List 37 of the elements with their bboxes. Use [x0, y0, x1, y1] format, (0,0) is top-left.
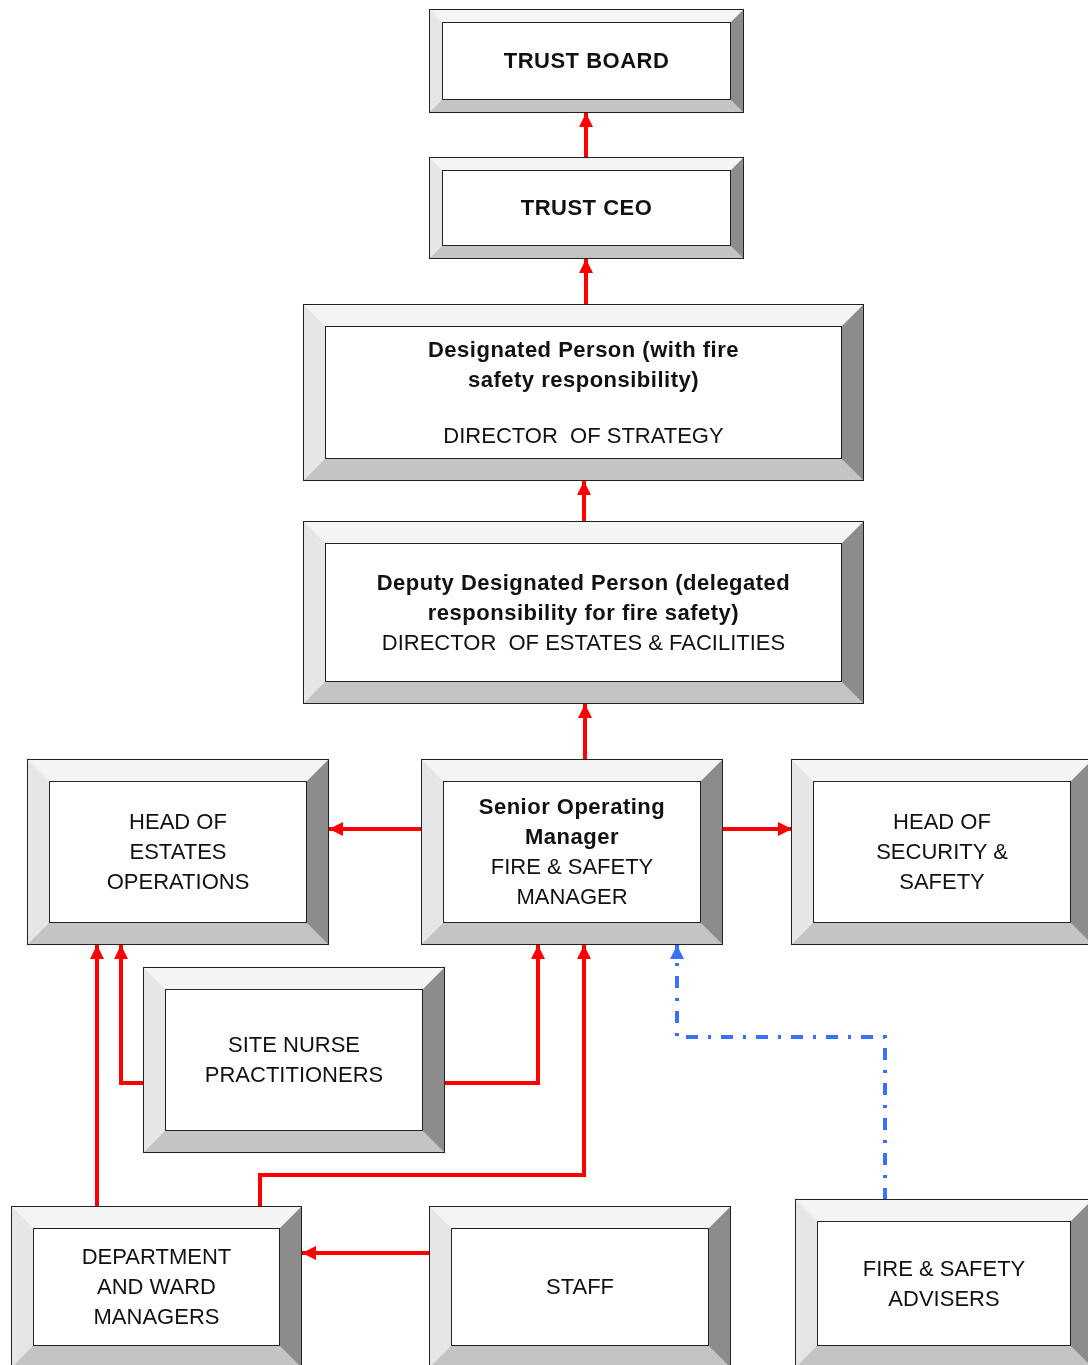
beveled-box: [430, 10, 743, 112]
arrow: [90, 945, 104, 1207]
arrow: [577, 481, 591, 522]
box-title: TRUST CEO: [520, 194, 653, 222]
box-text: DIRECTOR OF STRATEGY: [443, 421, 724, 450]
box-text: FIRE & SAFETY MANAGER: [489, 853, 655, 911]
box-text: DEPARTMENT AND WARD MANAGERS: [80, 1243, 233, 1331]
beveled-box: [12, 1207, 301, 1365]
arrow: [723, 822, 792, 836]
arrow: [258, 945, 591, 1207]
arrow: [579, 113, 593, 158]
beveled-box: [430, 158, 743, 258]
arrow: [579, 259, 593, 305]
beveled-box: [796, 1200, 1088, 1365]
box-text: STAFF: [546, 1273, 614, 1301]
box-title: Designated Person (with fire safety responsibility): [426, 335, 741, 394]
arrow: [445, 945, 545, 1085]
beveled-box: [304, 522, 863, 703]
arrow: [329, 822, 422, 836]
box-title: Senior Operating Manager: [477, 793, 667, 851]
arrow: [302, 1246, 430, 1260]
beveled-box: [792, 760, 1088, 944]
arrow: [578, 704, 592, 760]
box-text: DIRECTOR OF ESTATES & FACILITIES: [381, 628, 786, 657]
box-title: TRUST BOARD: [503, 47, 670, 75]
box-title: Deputy Designated Person (delegated responsibility for fire safety): [375, 568, 792, 627]
beveled-box: [144, 968, 444, 1152]
beveled-box: [422, 760, 722, 944]
beveled-box: [430, 1207, 730, 1365]
box-text: FIRE & SAFETY ADVISERS: [861, 1254, 1027, 1313]
box-text: HEAD OF SECURITY & SAFETY: [875, 808, 1009, 896]
beveled-box: [304, 305, 863, 480]
box-text: SITE NURSE PRACTITIONERS: [203, 1031, 385, 1089]
beveled-box: [28, 760, 328, 944]
box-text: HEAD OF ESTATES OPERATIONS: [105, 808, 251, 896]
arrow: [114, 945, 144, 1085]
arrow: [670, 945, 887, 1200]
